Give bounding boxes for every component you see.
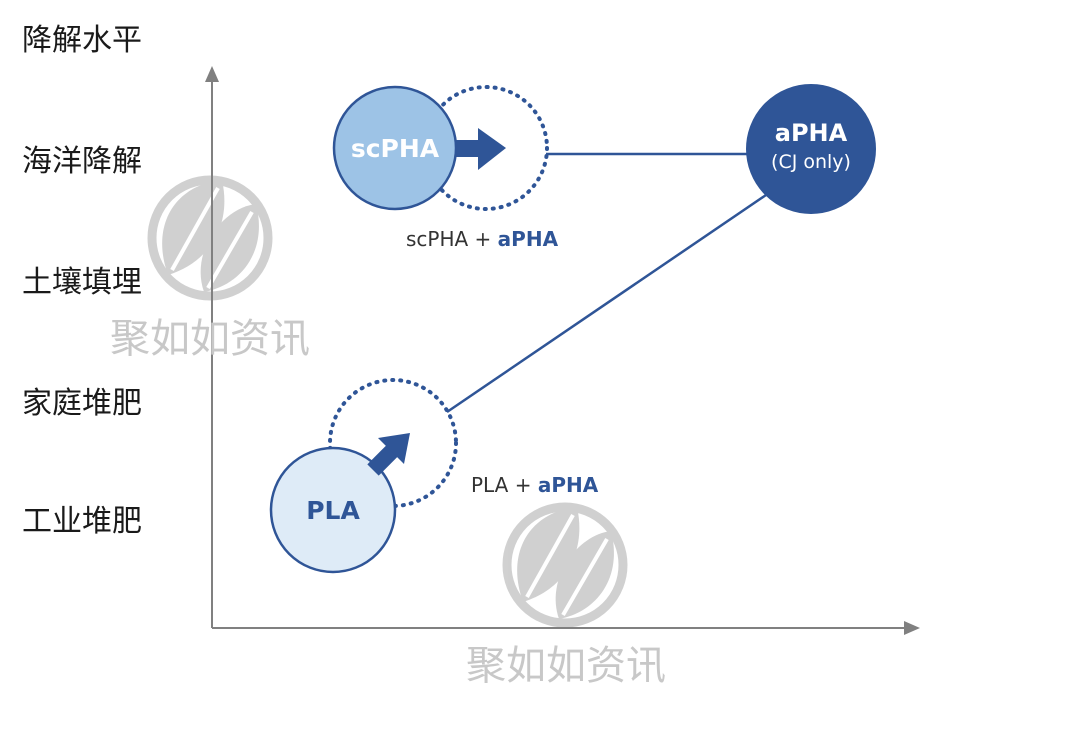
y-level-soil: 土壤填埋 [22,265,142,300]
node-pla [269,446,397,574]
blend-label-base: PLA + [471,473,538,497]
y-axis-title: 降解水平 [22,23,142,58]
watermark-text: 聚如如资讯 [110,316,310,362]
blend-label-scpha-apha: scPHA + aPHA [406,227,559,251]
node-apha [746,84,876,214]
node-apha-label: aPHA [775,119,848,147]
pla-arrow-icon [367,433,410,476]
y-level-industrial-compost: 工业堆肥 [22,504,142,539]
watermark-logo-icon [502,502,628,628]
y-level-home-compost: 家庭堆肥 [22,386,142,421]
connector-pla-apha [446,193,767,414]
watermark-text: 聚如如资讯 [466,643,666,689]
node-apha-sublabel: (CJ only) [771,151,851,173]
blend-label-accent: aPHA [498,227,559,251]
scpha-arrow-icon [455,128,506,170]
node-pla-label: PLA [306,496,360,525]
blend-label-accent: aPHA [538,473,599,497]
blend-label-base: scPHA + [406,227,498,251]
x-axis-arrow-icon [904,621,920,635]
node-scpha-label: scPHA [351,134,440,163]
blend-label-pla-apha: PLA + aPHA [471,473,599,497]
watermark-logo-icon [147,175,273,301]
y-level-marine: 海洋降解 [22,144,142,179]
y-axis-arrow-icon [205,66,219,82]
